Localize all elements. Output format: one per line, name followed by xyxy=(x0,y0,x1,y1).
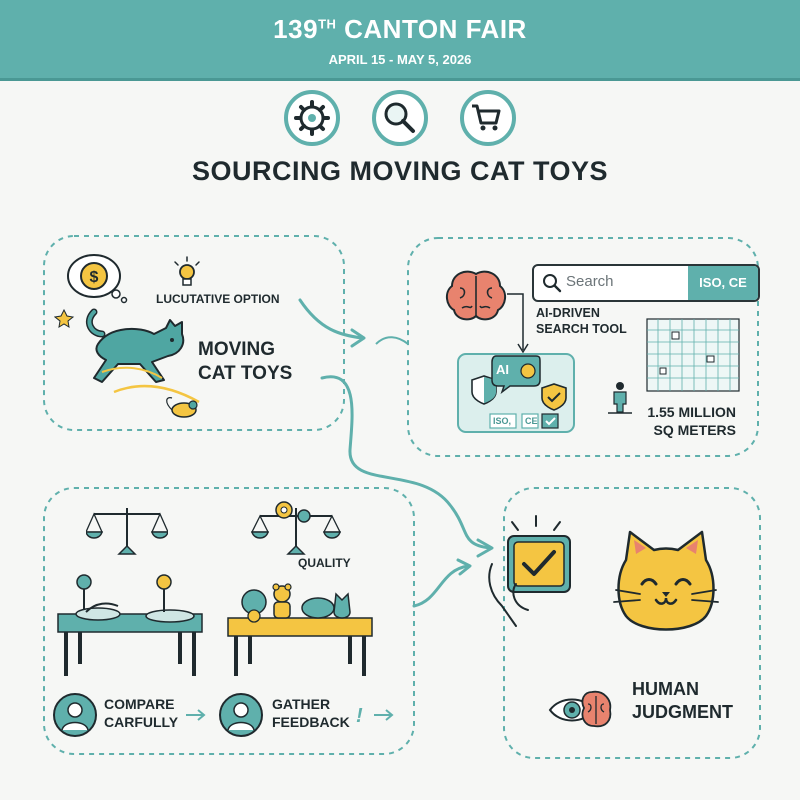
lucrative-option-label: LUCUTATIVE OPTION xyxy=(156,292,280,306)
person-avatar-icon-2 xyxy=(219,693,263,737)
ai-badge: AI xyxy=(496,362,509,377)
panel-search-frame xyxy=(407,237,759,457)
search-flow-arrow xyxy=(507,293,529,354)
person-scale-icon xyxy=(608,382,632,414)
search-filter-tag[interactable]: ISO, CE xyxy=(688,266,758,300)
teal-table-toys xyxy=(57,574,203,676)
connector-3-arrow xyxy=(456,558,472,576)
ai-search-tool-label: AI-DRIVEN SEARCH TOOL xyxy=(536,306,627,336)
panel-compare-frame xyxy=(43,487,415,755)
toy-mouse-icon xyxy=(166,397,198,418)
header-icons xyxy=(284,90,516,146)
connector-3 xyxy=(412,564,470,608)
main-title: SOURCING MOVING CAT TOYS xyxy=(191,156,609,186)
exclaim-mark: ! xyxy=(356,705,363,727)
hand-tablet-check-icon xyxy=(488,515,571,627)
magnifier-icon xyxy=(543,274,562,293)
cart-icon xyxy=(460,90,516,146)
eye-brain-icon xyxy=(548,690,612,728)
ce-tag: CE xyxy=(525,416,538,426)
ai-screen-icon xyxy=(457,353,575,433)
dollar-thought-icon: $ xyxy=(67,254,128,304)
person-avatar-icon xyxy=(53,693,97,737)
running-cat-icon xyxy=(86,308,185,383)
search-icon xyxy=(372,90,428,146)
iso-tag: ISO, xyxy=(493,416,512,426)
fair-dates: APRIL 15 - MAY 5, 2026 xyxy=(328,52,472,67)
quality-label: QUALITY xyxy=(298,556,351,570)
floor-grid-map xyxy=(646,318,740,392)
search-bar[interactable]: Search ISO, CE xyxy=(532,264,760,302)
human-judgment-label: HUMAN JUDGMENT xyxy=(632,679,734,722)
area-label: 1.55 MILLION SQ METERS xyxy=(647,404,736,438)
shield-check-icon xyxy=(541,383,567,411)
svg-text:$: $ xyxy=(90,269,99,286)
lightbulb-icon xyxy=(174,256,200,286)
search-placeholder: Search xyxy=(566,273,614,290)
star-icon xyxy=(54,308,75,328)
fair-title: 139TH CANTON FAIR xyxy=(273,14,527,44)
arrow-right-icon-2 xyxy=(374,709,394,721)
balance-scale-icon xyxy=(86,508,168,555)
compare-carefully-label: COMPARE CARFULLY xyxy=(104,696,179,730)
ai-chat-bubble xyxy=(491,355,541,394)
cat-toy-illustration: $ xyxy=(54,254,200,418)
gear-icon xyxy=(284,90,340,146)
gather-feedback-label: GATHER FEEDBACK xyxy=(272,696,350,730)
connector-1-arrow xyxy=(350,328,366,348)
yellow-table-toys xyxy=(227,583,373,676)
connector-2-arrow xyxy=(476,538,494,558)
header-banner xyxy=(0,0,800,81)
happy-cat-face-icon xyxy=(613,530,719,631)
brain-icon xyxy=(446,270,506,321)
connector-1 xyxy=(298,298,364,340)
connector-2 xyxy=(320,375,492,550)
moving-cat-toys-title: MOVING CAT TOYS xyxy=(198,339,293,384)
arrow-right-icon xyxy=(186,709,206,721)
quality-scale-icon xyxy=(250,501,342,555)
